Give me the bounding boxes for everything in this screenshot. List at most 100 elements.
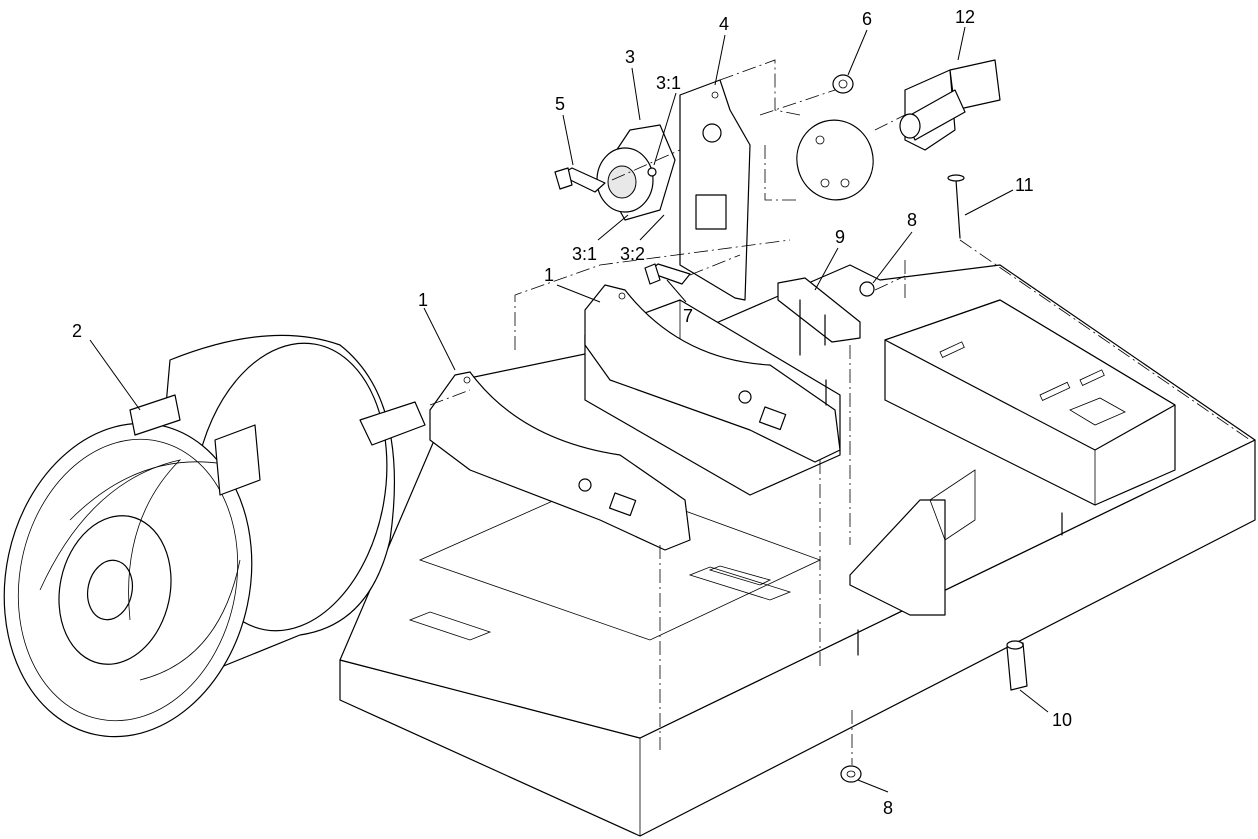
align-line-8 <box>764 145 800 201</box>
align-line-10 <box>759 89 836 116</box>
nut-8-lower <box>840 765 862 783</box>
leader-9 <box>814 247 839 291</box>
bolt-7-head <box>644 263 661 285</box>
pin-11-head <box>947 174 965 182</box>
frame-slot-2 <box>408 611 492 641</box>
bracket-9-body <box>777 277 861 343</box>
mounting-plate-window <box>695 194 727 230</box>
rear-slot-3 <box>939 341 965 358</box>
pin-11-shank <box>955 179 961 239</box>
align-line-6 <box>959 239 1251 441</box>
drum-blade-1 <box>39 459 182 621</box>
leader-1b <box>556 284 601 303</box>
callout-3-1-lower: 3:1 <box>572 244 597 264</box>
bolt-5 <box>554 167 606 193</box>
callout-1-left: 1 <box>418 290 428 310</box>
callout-4: 4 <box>719 14 729 34</box>
pin-10-body <box>1006 642 1028 691</box>
bolt-7 <box>644 263 691 285</box>
callout-10: 10 <box>1052 710 1072 730</box>
drum-assembly <box>3 334 426 738</box>
mounting-plate-top-hole <box>711 91 719 99</box>
mounting-plate-body <box>679 79 751 301</box>
align-line-12 <box>689 254 741 276</box>
mounting-plate-hole <box>702 123 722 143</box>
leader-2 <box>89 339 141 411</box>
leader-7 <box>666 279 687 303</box>
bracket-left-hole <box>578 478 592 492</box>
bracket-right-window <box>758 406 787 431</box>
bracket-right-hole <box>738 390 752 404</box>
drum-panel <box>214 424 261 496</box>
hub-hole-1 <box>820 178 830 188</box>
leader-10 <box>1019 689 1049 713</box>
bracket-left-hole-top <box>463 376 471 384</box>
rear-slot-2 <box>1079 369 1105 386</box>
flange-bearing <box>596 124 676 221</box>
bracket-9 <box>777 277 861 356</box>
callout-5: 5 <box>555 94 565 114</box>
support-bracket-right <box>584 284 841 463</box>
leader-11 <box>964 189 1014 216</box>
nut-8-upper <box>859 281 875 297</box>
leader-1a <box>423 307 456 371</box>
align-line-9 <box>874 114 906 131</box>
callout-8-lower: 8 <box>883 798 893 818</box>
bracket-right-hole-top <box>618 292 626 300</box>
hub-hole-3 <box>815 135 825 145</box>
callout-6: 6 <box>862 9 872 29</box>
align-line-11 <box>611 149 681 181</box>
callout-7: 7 <box>683 306 693 326</box>
leader-6 <box>847 29 868 76</box>
nut-6-bore <box>838 79 848 89</box>
leader-3-2 <box>639 214 665 241</box>
drum-front-flange-inner <box>17 438 239 722</box>
alignment-lines <box>429 59 1251 765</box>
frame-slot <box>688 566 792 601</box>
drum-hub-bore <box>86 559 134 621</box>
idler-12 <box>899 59 1001 151</box>
align-line-15 <box>874 275 906 291</box>
leader-3 <box>631 67 641 121</box>
bracket-left-window <box>608 492 637 517</box>
rear-housing-top <box>884 299 1176 451</box>
leader-5 <box>562 114 574 166</box>
callout-3-1-upper: 3:1 <box>656 73 681 93</box>
idler-12-end <box>899 113 921 139</box>
callout-labels: 1 1 2 3 3:1 3:1 3:2 4 5 6 7 8 8 9 10 11 … <box>72 7 1072 818</box>
hub-disc <box>796 119 874 201</box>
nut-8-lower-bore <box>846 770 856 778</box>
leader-lines <box>89 26 1049 793</box>
nut-6 <box>832 74 854 94</box>
pin-10-top <box>1006 640 1024 650</box>
leader-12 <box>957 26 966 61</box>
callout-1-right: 1 <box>544 265 554 285</box>
rear-slot-1 <box>1039 381 1071 401</box>
rear-support-bracket <box>849 499 946 616</box>
pin-11 <box>947 174 965 239</box>
bearing-bore <box>607 165 637 199</box>
leader-8a <box>872 231 913 284</box>
drum-shaft <box>359 401 426 446</box>
leader-3-1a <box>653 92 677 166</box>
pin-10 <box>1006 640 1028 691</box>
callout-8-upper: 8 <box>907 210 917 230</box>
rear-housing-opening <box>1069 397 1126 426</box>
callout-11: 11 <box>1015 175 1034 195</box>
callout-12: 12 <box>955 7 975 27</box>
callout-2: 2 <box>72 321 82 341</box>
frame-slot-inner <box>708 565 772 586</box>
callout-3: 3 <box>625 47 635 67</box>
drum-label-plate <box>129 394 181 436</box>
leader-3-1b <box>597 214 629 241</box>
callout-3-2: 3:2 <box>620 244 645 264</box>
align-line-14 <box>429 389 471 406</box>
bearing-grease-fitting <box>647 167 657 177</box>
drum-blade-3 <box>139 559 241 681</box>
leader-8b <box>857 779 889 793</box>
callout-9: 9 <box>835 227 845 247</box>
bolt-5-head <box>554 167 573 190</box>
rear-gusset <box>929 469 976 541</box>
